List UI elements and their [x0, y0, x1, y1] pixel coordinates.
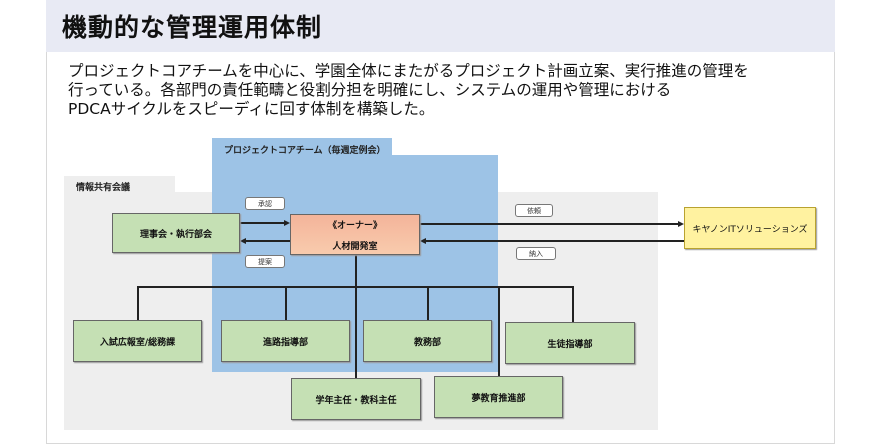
page-title: 機動的な管理運用体制 [62, 13, 323, 42]
dept-box: 進路指導部 [221, 320, 350, 362]
arrow-approve [240, 222, 284, 224]
description-line: プロジェクトコアチームを中心に、学園全体にまたがるプロジェクト計画立案、実行推進… [68, 62, 749, 80]
dept-box: 教務部 [363, 320, 492, 362]
connector [572, 286, 574, 322]
info-meeting-tab: 情報共有会議 [64, 176, 175, 194]
arrow-propose [246, 240, 290, 242]
arrowhead-icon [678, 221, 684, 227]
arrow-request [420, 223, 678, 225]
flow-label-approve: 承認 [245, 197, 285, 210]
connector [498, 286, 500, 376]
dept-box: 学年主任・教科主任 [291, 378, 421, 420]
flow-label-deliver: 納入 [516, 247, 556, 260]
arrowhead-icon [240, 238, 246, 244]
owner-box: 《オーナー》 人材開発室 [290, 214, 420, 255]
arrow-deliver [426, 240, 684, 242]
title-band [46, 0, 835, 52]
description-line: 行っている。各部門の責任範疇と役割分担を明確にし、システムの運用や管理における [68, 81, 672, 99]
connector [137, 286, 139, 320]
description: プロジェクトコアチームを中心に、学園全体にまたがるプロジェクト計画立案、実行推進… [68, 62, 749, 119]
core-team-label: プロジェクトコアチーム（毎週定例会） [224, 146, 386, 156]
core-team-tab: プロジェクトコアチーム（毎週定例会） [212, 138, 392, 156]
dept-box: 生徒指導部 [505, 322, 635, 364]
dept-box: 夢教育推進部 [434, 376, 563, 418]
arrowhead-icon [420, 238, 426, 244]
owner-name: 人材開発室 [332, 241, 378, 252]
description-line: PDCAサイクルをスピーディに回す体制を構築した。 [68, 100, 435, 118]
connector [285, 286, 287, 320]
owner-role: 《オーナー》 [327, 220, 382, 231]
flow-label-request: 依頼 [515, 204, 553, 217]
board-box: 理事会・執行部会 [112, 213, 240, 253]
info-meeting-label: 情報共有会議 [76, 183, 131, 193]
connector [427, 286, 429, 320]
vendor-box: キヤノンITソリューションズ [684, 207, 816, 249]
flow-label-propose: 提案 [245, 255, 285, 268]
connector [355, 255, 357, 378]
arrowhead-icon [284, 220, 290, 226]
dept-box: 入試広報室/総務課 [73, 320, 202, 362]
